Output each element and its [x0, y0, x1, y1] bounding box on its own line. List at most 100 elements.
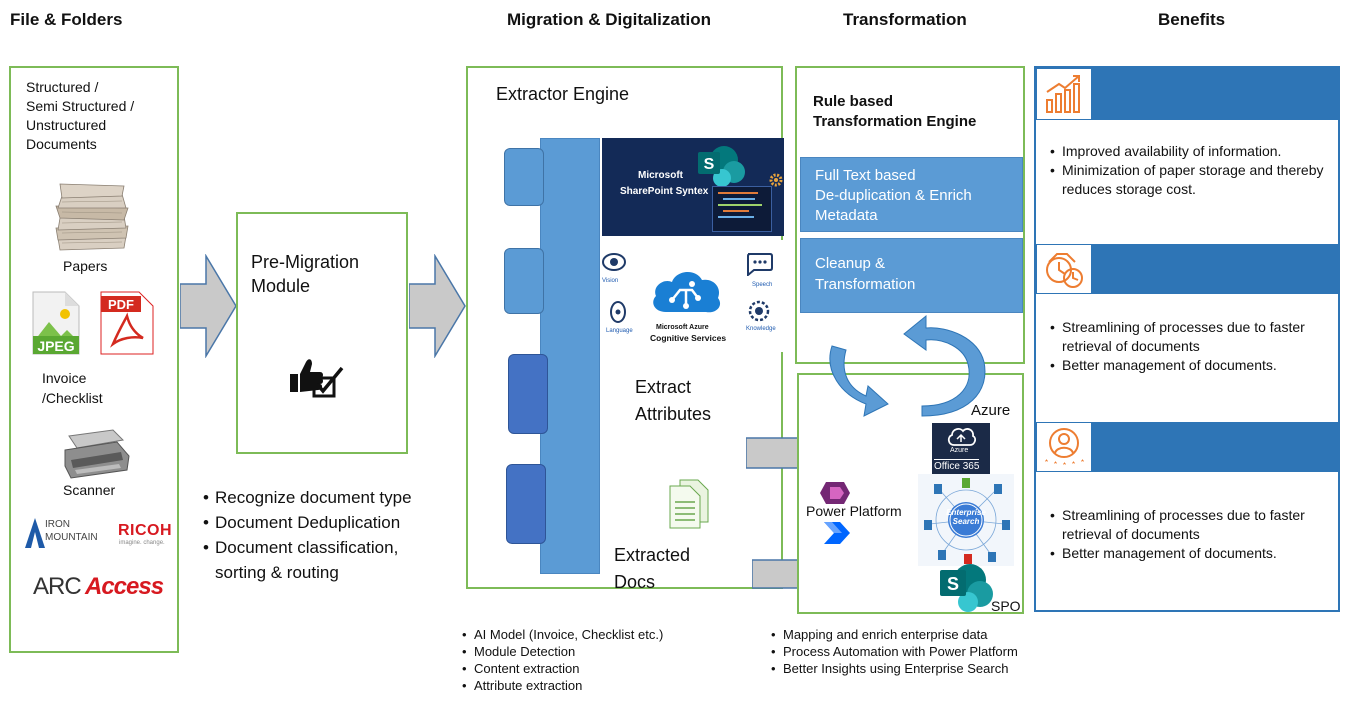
growth-chart-icon: [1046, 75, 1080, 113]
ricoh-tagline: imagine. change.: [119, 540, 165, 546]
jpeg-text: JPEG: [37, 338, 74, 354]
premigration-bullet-2: Document Deduplication: [203, 510, 453, 535]
extractor-tab-2: [504, 248, 544, 314]
svg-text:S: S: [704, 156, 715, 173]
header-migration: Migration & Digitalization: [507, 10, 711, 29]
gear-icon: [769, 173, 783, 187]
benefit-2-item-2: Better management of documents.: [1050, 356, 1335, 375]
premigration-box: Pre-Migration Module: [236, 212, 408, 454]
scanner-label: Scanner: [63, 482, 116, 498]
extract-attributes-label: Extract Attributes: [635, 377, 712, 424]
extractor-tab-3: [508, 354, 548, 434]
language-label: Language: [606, 328, 633, 334]
migration-box: Extractor Engine Microsoft SharePoint Sy…: [466, 66, 784, 592]
cleanup-label: Cleanup & Transformation: [815, 255, 916, 293]
cognitive-title-2: Cognitive Services: [650, 333, 727, 343]
documents-icon: [669, 479, 709, 529]
cognitive-services-panel: Vision Speech Language Knowledge Microso: [602, 240, 784, 352]
premigration-bullet-3: Document classification, sorting & routi…: [203, 535, 453, 585]
transformation-engine-title: Rule based Transformation Engine: [813, 93, 977, 130]
extracted-docs-label: Extracted Docs: [614, 545, 691, 592]
benefit-3-icon-box: [1037, 423, 1091, 471]
iron-mountain-text: IRON MOUNTAIN: [45, 519, 98, 543]
benefit-3-header: [1036, 422, 1338, 472]
header-benefits: Benefits: [1158, 10, 1226, 29]
svg-text:S: S: [947, 574, 959, 594]
transformation-bullet-2: Process Automation with Power Platform: [771, 643, 1091, 660]
sharepoint-syntex-banner: Microsoft SharePoint Syntex S: [602, 138, 784, 236]
clock-icon: [1046, 253, 1083, 288]
thumbs-up-check-icon: [290, 359, 344, 398]
cognitive-title-1: Microsoft Azure: [656, 324, 709, 331]
arrow-premigration-to-migration: [409, 254, 466, 358]
speech-icon: [747, 253, 773, 276]
benefit-2-item-1: Streamlining of processes due to faster …: [1050, 318, 1335, 356]
papers-label: Papers: [63, 258, 108, 274]
code-screen: [712, 186, 772, 232]
access-logo-text: Access: [85, 573, 164, 600]
scanner-icon: [64, 429, 130, 479]
doc-types-label: Structured / Semi Structured / Unstructu…: [26, 79, 135, 152]
sharepoint-icon: S: [698, 146, 745, 187]
benefit-3-list: Streamlining of processes due to faster …: [1050, 506, 1335, 563]
migration-bullet-2: Module Detection: [462, 643, 742, 660]
knowledge-label: Knowledge: [746, 326, 776, 332]
premigration-title: Pre-Migration Module: [251, 252, 360, 296]
migration-bullet-3: Content extraction: [462, 660, 742, 677]
user-rating-icon: [1045, 428, 1084, 465]
extractor-engine-title: Extractor Engine: [496, 84, 630, 104]
dedup-enrich-box: Full Text based De-duplication & Enrich …: [800, 157, 1023, 232]
azure-cloud-icon: [947, 428, 976, 446]
azure-tile-text: Azure: [950, 447, 969, 454]
benefit-3-item-2: Better management of documents.: [1050, 544, 1335, 563]
azure-label: Azure: [971, 402, 1011, 419]
extractor-bar: [540, 138, 600, 574]
transformation-bullet-1: Mapping and enrich enterprise data: [771, 626, 1091, 643]
migration-bullet-4: Attribute extraction: [462, 677, 742, 694]
jpeg-icon: JPEG: [32, 291, 80, 355]
knowledge-icon: [748, 300, 770, 322]
papers-icon: [55, 183, 129, 251]
benefit-2-header: [1036, 244, 1338, 294]
benefit-2-icon-box: [1037, 245, 1091, 293]
syntex-line-2: SharePoint Syntex: [620, 186, 709, 197]
benefit-3-item-1: Streamlining of processes due to faster …: [1050, 506, 1335, 544]
premigration-bullet-1: Recognize document type: [203, 485, 453, 510]
arc-logo-text: ARC: [33, 573, 82, 600]
extractor-tab-1: [504, 148, 544, 206]
transformation-bullet-3: Better Insights using Enterprise Search: [771, 660, 1091, 677]
invoice-label: Invoice /Checklist: [42, 370, 103, 406]
pdf-text: PDF: [108, 297, 134, 312]
vision-label: Vision: [602, 278, 619, 284]
migration-bullets: AI Model (Invoice, Checklist etc.) Modul…: [462, 626, 742, 694]
ricoh-text: RICOH: [118, 522, 173, 539]
migration-bullet-1: AI Model (Invoice, Checklist etc.): [462, 626, 742, 643]
benefit-1-item-2: Minimization of paper storage and thereb…: [1050, 161, 1335, 199]
spo-label: SPO: [991, 598, 1021, 614]
header-transformation: Transformation: [843, 10, 967, 29]
arrow-files-to-premigration: [180, 254, 237, 358]
dedup-enrich-label: Full Text based De-duplication & Enrich …: [815, 167, 972, 224]
cycle-arrows: [829, 314, 986, 417]
power-apps-icon: [820, 482, 850, 504]
benefit-1-header: [1036, 68, 1338, 120]
office365-text: Office 365: [934, 459, 980, 472]
cloud-brain-icon: [653, 271, 721, 313]
files-box: Structured / Semi Structured / Unstructu…: [9, 66, 179, 653]
vision-icon: [602, 253, 626, 271]
enterprise-search-graphic: Enterprise Search: [918, 474, 1014, 566]
extractor-tab-4: [506, 464, 546, 544]
pdf-icon: PDF: [100, 291, 154, 355]
speech-label: Speech: [752, 282, 773, 288]
enterprise-search-label: Enterprise Search: [946, 508, 986, 526]
benefit-2-list: Streamlining of processes due to faster …: [1050, 318, 1335, 375]
power-automate-icon: [824, 522, 850, 544]
premigration-bullets: Recognize document type Document Dedupli…: [203, 485, 453, 585]
header-files: File & Folders: [10, 10, 123, 29]
spo-sharepoint-icon: S: [940, 564, 993, 612]
benefit-1-icon-box: [1037, 69, 1091, 119]
benefit-1-list: Improved availability of information. Mi…: [1050, 142, 1335, 199]
transformation-bullets: Mapping and enrich enterprise data Proce…: [771, 626, 1091, 677]
enterprise-search-network: [924, 478, 1010, 564]
benefit-1-item-1: Improved availability of information.: [1050, 142, 1335, 161]
